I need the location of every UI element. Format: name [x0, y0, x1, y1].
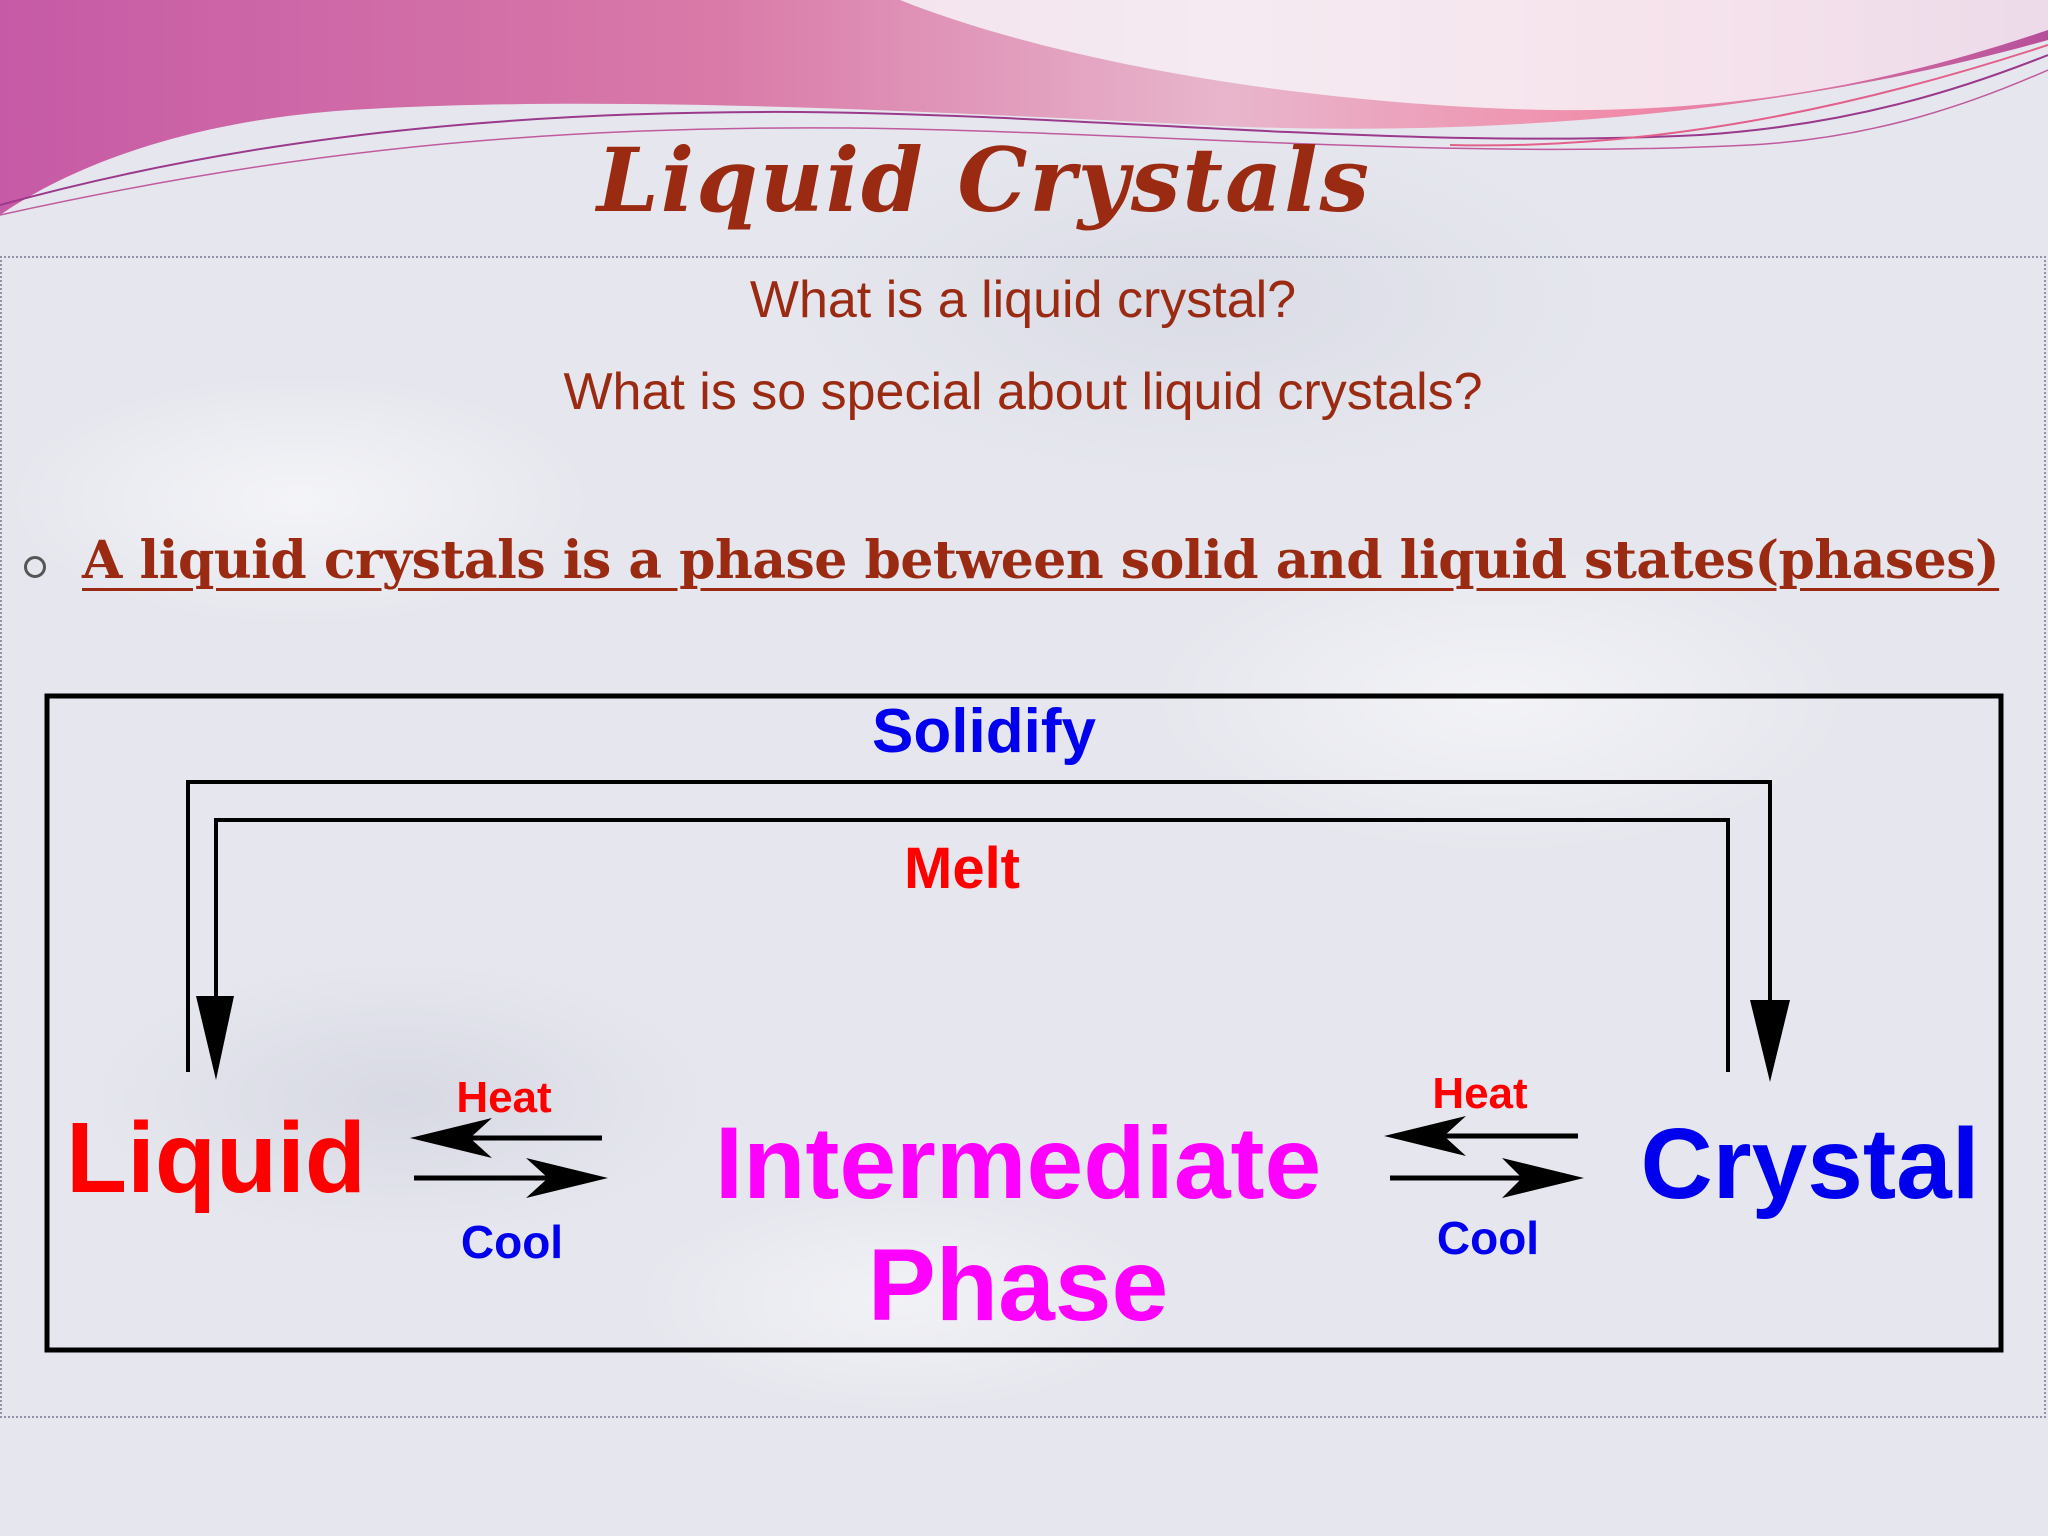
bullet-circle-icon: [24, 556, 46, 578]
left-equilibrium-arrows: [410, 1118, 608, 1198]
solidify-path: [186, 780, 1772, 1072]
slide-title: Liquid Crystals: [596, 128, 1372, 232]
liquid-state-label: Liquid: [66, 1102, 366, 1214]
arrowhead-down-liquid: [196, 996, 234, 1080]
content-frame: [0, 256, 2046, 1418]
solidify-label: Solidify: [872, 697, 1096, 766]
heat-label-left: Heat: [456, 1073, 552, 1122]
melt-label: Melt: [904, 836, 1020, 901]
question-2: What is so special about liquid crystals…: [563, 363, 1483, 421]
intermediate-phase-label-line2: Phase: [868, 1228, 1169, 1342]
arrowhead-down-crystal: [1750, 1000, 1790, 1082]
melt-path: [214, 818, 1730, 1072]
cool-label-left: Cool: [461, 1216, 563, 1268]
diagram-box: [44, 693, 2004, 1353]
cool-label-right: Cool: [1437, 1212, 1539, 1264]
crystal-state-label: Crystal: [1640, 1108, 1979, 1220]
definition-statement: A liquid crystals is a phase between sol…: [82, 530, 2000, 591]
intermediate-phase-label-line1: Intermediate: [715, 1106, 1322, 1220]
heat-label-right: Heat: [1432, 1069, 1528, 1118]
question-1: What is a liquid crystal?: [749, 271, 1297, 329]
right-equilibrium-arrows: [1384, 1116, 1584, 1198]
header-banner: [0, 0, 2048, 216]
